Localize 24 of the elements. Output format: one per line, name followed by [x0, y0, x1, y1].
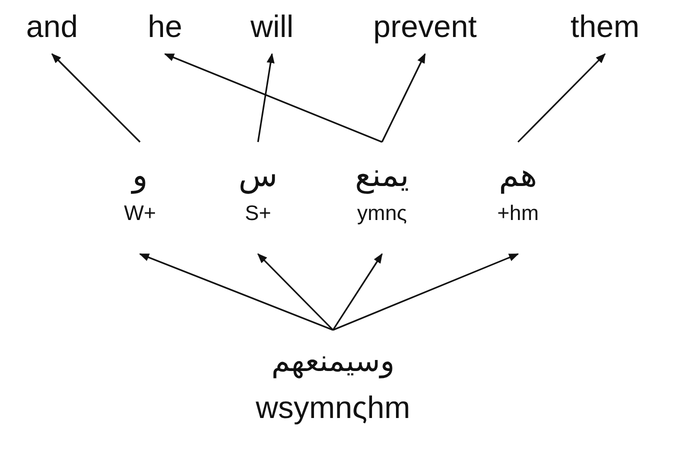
- word: them: [570, 8, 640, 46]
- arabic-text: و: [132, 155, 148, 196]
- arrow: [332, 253, 383, 330]
- transliteration: W+: [124, 201, 156, 228]
- arrow: [51, 53, 141, 143]
- word: and: [26, 8, 78, 46]
- arabic-text: وسيمنعهم: [271, 343, 395, 381]
- arrow: [139, 253, 334, 331]
- transliteration: wsymnςhm: [256, 388, 410, 426]
- arrow: [164, 53, 382, 143]
- word: he: [148, 8, 182, 46]
- transliteration: ymnς: [357, 201, 407, 228]
- arrow: [381, 53, 426, 142]
- arrow: [257, 253, 334, 331]
- arabic-text: يمنع: [354, 155, 410, 196]
- transliteration: +hm: [497, 201, 539, 228]
- arrow: [257, 53, 275, 142]
- arrow: [517, 53, 606, 143]
- arabic-text: هم: [498, 155, 538, 196]
- arrow: [332, 253, 519, 331]
- transliteration: S+: [244, 201, 272, 228]
- word: prevent: [373, 8, 477, 46]
- arabic-text: س: [238, 155, 278, 196]
- word: will: [250, 8, 294, 46]
